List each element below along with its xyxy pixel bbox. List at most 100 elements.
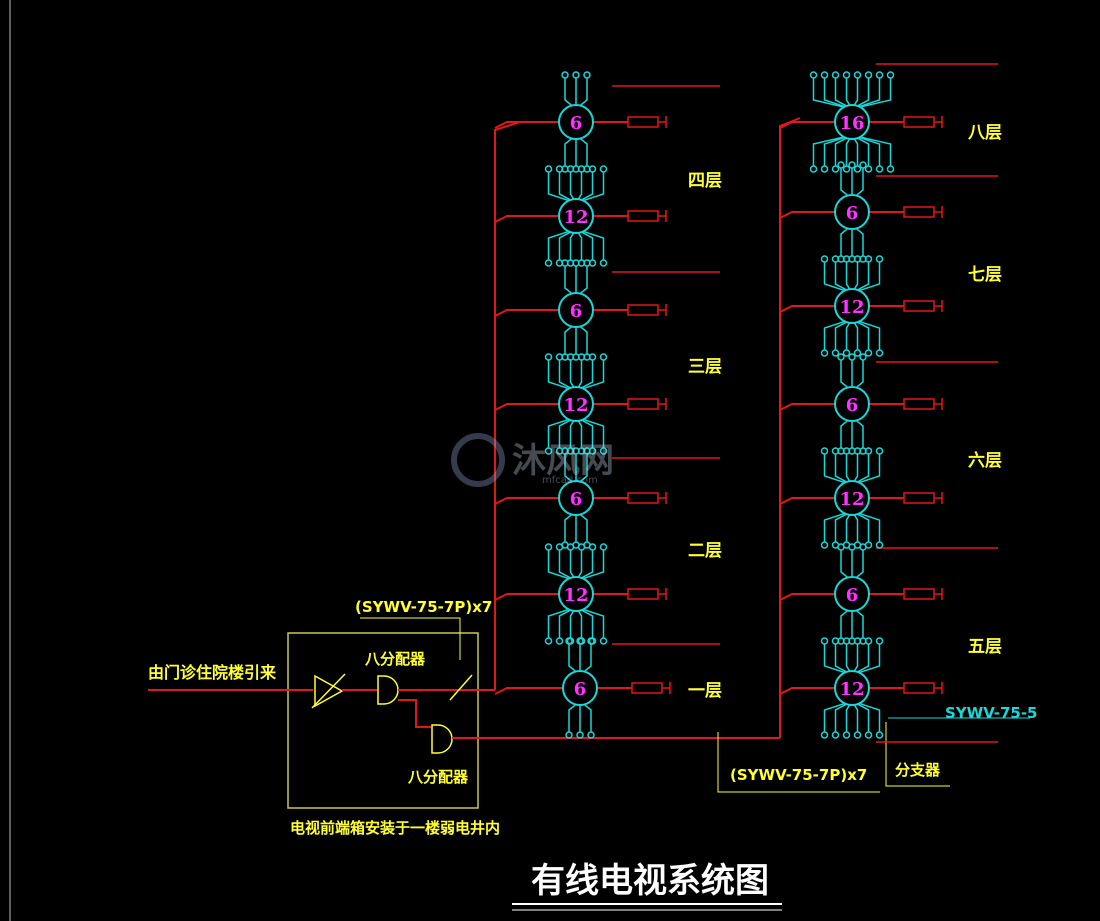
terminator-resistor <box>627 398 659 410</box>
outlet-socket <box>831 349 840 357</box>
outlet-line <box>579 172 594 202</box>
feeder-branch <box>494 687 563 695</box>
splitter-number: 6 <box>570 113 583 134</box>
outlet-socket <box>599 259 608 267</box>
outlet-socket <box>875 255 884 263</box>
outlet-line <box>578 324 588 354</box>
splitter-unit: 12 <box>494 165 667 267</box>
outlet-socket <box>544 165 553 173</box>
outlet-line <box>547 418 570 448</box>
outlet-socket <box>837 543 845 551</box>
outlet-line <box>834 644 849 674</box>
outlet-line <box>576 230 583 260</box>
splitter-name-label: 分支器 <box>895 761 941 779</box>
outlet-socket <box>864 71 873 79</box>
outlet-line <box>578 512 588 542</box>
terminator-resistor <box>903 300 935 312</box>
outlet-socket <box>583 71 591 79</box>
outlet-line <box>582 172 605 202</box>
outlet-socket <box>544 259 553 267</box>
outlet-socket <box>576 637 584 645</box>
outlet-socket <box>588 353 597 361</box>
outlet-socket <box>809 165 818 173</box>
floor-label-6: 六层 <box>968 450 1002 471</box>
left-riser <box>494 121 521 690</box>
outlet-line <box>576 360 583 390</box>
outlet-socket <box>555 353 564 361</box>
outlet-line <box>858 78 881 108</box>
outlet-socket <box>587 731 595 739</box>
outlet-line <box>576 172 583 202</box>
floor-label-2: 二层 <box>688 541 722 561</box>
splitter-number: 6 <box>570 301 583 322</box>
splitter-number: 12 <box>563 395 588 416</box>
outlet-socket <box>583 447 591 455</box>
outlet-line <box>547 230 570 260</box>
outlet-socket <box>820 165 829 173</box>
outlet-line <box>845 512 852 542</box>
outlet-line <box>578 454 588 484</box>
outlet-line <box>564 266 574 296</box>
outlet-line <box>854 608 864 638</box>
outlet-line <box>840 360 850 390</box>
outlet-line <box>547 550 570 580</box>
outlet-line <box>845 702 852 732</box>
outlet-line <box>845 262 852 292</box>
outlet-line <box>855 454 870 484</box>
outlet-socket <box>599 447 608 455</box>
splitter-number: 6 <box>846 585 859 606</box>
outlet-socket <box>831 637 840 645</box>
splitter-number: 12 <box>563 207 588 228</box>
splitter-unit: 6 <box>779 543 943 645</box>
outlet-line <box>564 78 574 108</box>
outlet-line <box>582 702 592 732</box>
outlet-line <box>858 644 881 674</box>
splitter-body <box>558 292 594 328</box>
outlet-socket <box>577 543 586 551</box>
outlet-socket <box>853 165 862 173</box>
outlet-line <box>579 608 594 638</box>
outlet-line <box>558 230 573 260</box>
outlet-socket <box>853 731 862 739</box>
outlet-line <box>854 550 864 580</box>
amplifier-slash <box>311 673 346 709</box>
splitter-unit: 12 <box>494 353 667 455</box>
splitter-body <box>558 198 594 234</box>
splitter-unit: 12 <box>494 543 667 645</box>
outlet-socket <box>566 165 575 173</box>
outlet-line <box>840 226 850 256</box>
outlet-socket <box>831 731 840 739</box>
outlet-line <box>852 78 859 108</box>
outlet-line <box>834 512 849 542</box>
outlet-socket <box>853 255 862 263</box>
feeder-branch <box>494 497 559 505</box>
splitter-unit: 12 <box>779 255 943 357</box>
splitter-number: 6 <box>570 489 583 510</box>
outlet-socket <box>853 637 862 645</box>
first-floor-splitter: 6 <box>494 637 671 739</box>
outlet-socket <box>588 543 597 551</box>
outlet-line <box>823 454 846 484</box>
top-cable-leader <box>360 617 461 660</box>
outlet-socket <box>599 353 608 361</box>
splitter-unit: 16 <box>779 71 943 173</box>
splitter-name-leader <box>885 722 950 787</box>
outlet-line <box>812 136 843 166</box>
outlet-socket <box>820 541 829 549</box>
outlet-line <box>845 78 852 108</box>
outlet-socket <box>544 353 553 361</box>
terminator-resistor <box>631 682 663 694</box>
outlet-line <box>569 230 576 260</box>
outlet-line <box>568 644 578 674</box>
outlet-line <box>845 644 852 674</box>
outlet-socket <box>864 255 873 263</box>
outlet-socket <box>599 165 608 173</box>
outlet-line <box>558 418 573 448</box>
outlet-line <box>834 136 849 166</box>
outlet-line <box>582 608 605 638</box>
floor-label-5: 五层 <box>968 637 1002 657</box>
outlet-line <box>823 644 846 674</box>
outlet-line <box>855 644 870 674</box>
